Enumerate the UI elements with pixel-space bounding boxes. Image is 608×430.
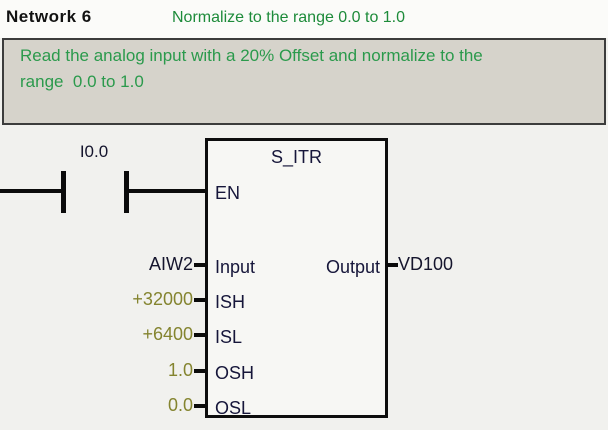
operand-isl[interactable]: +6400 [142, 324, 193, 344]
stub-input-icon [194, 263, 205, 267]
network-title[interactable]: Normalize to the range 0.0 to 1.0 [172, 9, 406, 26]
contact-bar-left-icon [61, 171, 66, 213]
stub-output-icon [387, 263, 398, 267]
pin-isl: ISL [215, 327, 243, 347]
operand-ish[interactable]: +32000 [132, 289, 193, 309]
network-comment-box[interactable]: Read the analog input with a 20% Offset … [2, 38, 606, 125]
comment-line-1: Read the analog input with a 20% Offset … [20, 46, 483, 65]
network-label[interactable]: Network 6 [6, 7, 92, 26]
contact-bar-right-icon [124, 171, 129, 213]
pin-ish: ISH [215, 292, 246, 312]
instruction-block-sitr[interactable]: S_ITR EN Input ISH ISL OSH OSL Output [205, 138, 388, 418]
pin-osl: OSL [215, 398, 252, 418]
contact-operand-label[interactable]: I0.0 [79, 142, 109, 161]
stub-isl-icon [194, 333, 205, 337]
network-header: Network 6 Normalize to the range 0.0 to … [0, 0, 608, 38]
stub-osh-icon [194, 369, 205, 373]
pin-output: Output [325, 257, 380, 277]
pin-en: EN [215, 183, 241, 203]
block-title: S_ITR [270, 147, 322, 167]
stub-ish-icon [194, 298, 205, 302]
rung-wire-left [0, 189, 63, 193]
rung-wire-to-block [129, 189, 205, 193]
operand-osh[interactable]: 1.0 [167, 360, 193, 380]
operand-osl[interactable]: 0.0 [167, 395, 193, 415]
pin-input: Input [215, 257, 256, 277]
operand-output[interactable]: VD100 [398, 254, 454, 274]
comment-line-2: range 0.0 to 1.0 [20, 72, 144, 91]
operand-input[interactable]: AIW2 [148, 254, 193, 274]
pin-osh: OSH [215, 363, 255, 383]
stub-osl-icon [194, 404, 205, 408]
